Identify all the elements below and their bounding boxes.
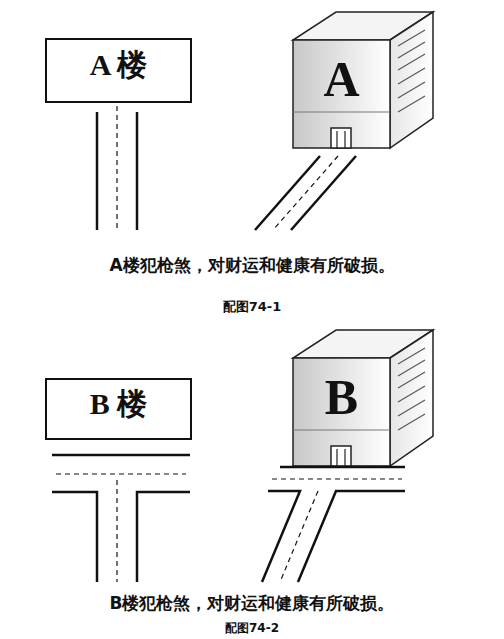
building-sign-box: A 楼: [45, 38, 192, 103]
caption-text: A楼犯枪煞，对财运和健康有所破损。: [109, 255, 394, 275]
caption-text: B楼犯枪煞，对财运和健康有所破损。: [110, 593, 395, 613]
node-text: A 楼: [90, 48, 148, 81]
building-letter: B: [293, 358, 390, 444]
building-sign-box: B 楼: [45, 378, 192, 440]
building-letter: A: [293, 40, 390, 126]
node-text: B: [325, 370, 358, 425]
node-text: A: [323, 52, 359, 107]
figure-number: 配图74-1: [223, 299, 282, 315]
node-text: B 楼: [90, 387, 148, 420]
figure-number: 配图74-2: [225, 621, 279, 635]
